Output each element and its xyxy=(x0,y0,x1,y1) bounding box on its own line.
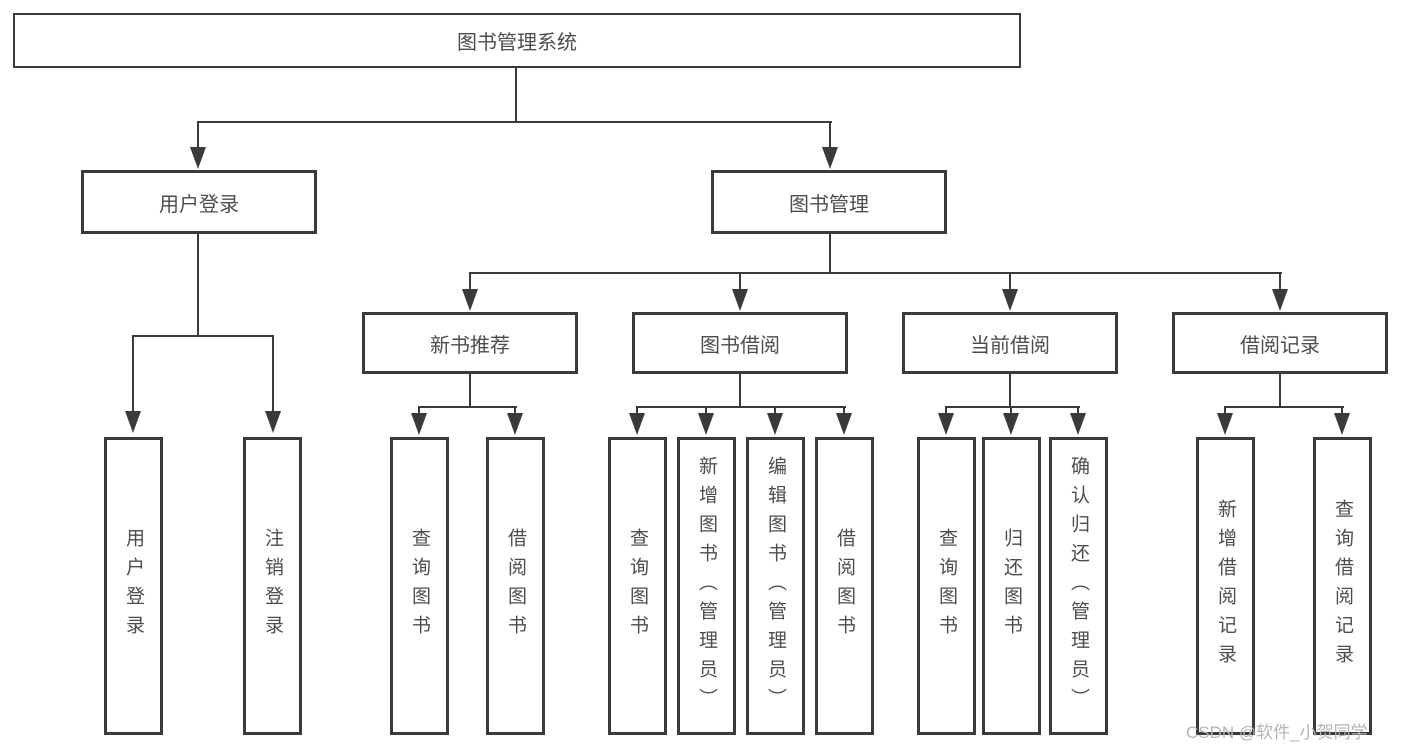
connector-line xyxy=(843,406,845,415)
leaf-label: 确认归还（管理员） xyxy=(1068,455,1089,717)
arrowhead-down-icon xyxy=(836,413,852,435)
connector-line xyxy=(418,406,517,408)
connector-line xyxy=(515,68,517,122)
arrowhead-down-icon xyxy=(1217,413,1233,435)
leaf-query-books-newbooks: 查询图书 xyxy=(390,437,449,735)
leaf-label: 用户登录 xyxy=(123,528,144,644)
node-root-system: 图书管理系统 xyxy=(13,13,1021,68)
connector-line xyxy=(1010,406,1012,415)
leaf-label: 注销登录 xyxy=(262,528,283,644)
leaf-label: 归还图书 xyxy=(1001,528,1022,644)
node-label: 当前借阅 xyxy=(970,334,1050,357)
node-current-borrowing: 当前借阅 xyxy=(902,312,1118,374)
connector-line xyxy=(132,335,134,412)
connector-line xyxy=(945,406,947,415)
connector-line xyxy=(1077,406,1079,415)
watermark: CSDN @软件_小贺同学 xyxy=(1186,723,1368,742)
connector-line xyxy=(197,121,832,123)
arrowhead-down-icon xyxy=(767,413,783,435)
arrowhead-down-icon xyxy=(698,413,714,435)
connector-line xyxy=(1279,272,1281,291)
connector-line xyxy=(739,272,741,291)
node-new-book-recommendation: 新书推荐 xyxy=(362,312,578,374)
connector-line xyxy=(636,406,638,415)
connector-line xyxy=(1009,373,1011,408)
connector-line xyxy=(739,373,741,408)
leaf-return-book: 归还图书 xyxy=(982,437,1041,735)
node-book-management: 图书管理 xyxy=(711,170,947,234)
arrowhead-down-icon xyxy=(629,413,645,435)
connector-line xyxy=(418,406,420,415)
leaf-logout: 注销登录 xyxy=(243,437,302,735)
arrowhead-down-icon xyxy=(1002,289,1018,311)
connector-line xyxy=(272,335,274,412)
leaf-label: 新增借阅记录 xyxy=(1215,499,1236,673)
connector-line xyxy=(514,406,516,415)
connector-line xyxy=(945,406,1080,408)
connector-line xyxy=(469,272,1282,274)
connector-line xyxy=(132,335,274,337)
connector-line xyxy=(774,406,776,415)
leaf-label: 借阅图书 xyxy=(505,528,526,644)
node-label: 用户登录 xyxy=(159,193,239,216)
arrowhead-down-icon xyxy=(822,147,838,169)
leaf-confirm-return-admin: 确认归还（管理员） xyxy=(1049,437,1108,735)
leaf-add-book-admin: 新增图书（管理员） xyxy=(677,437,736,735)
leaf-user-login: 用户登录 xyxy=(104,437,163,735)
node-label: 图书借阅 xyxy=(700,334,780,357)
arrowhead-down-icon xyxy=(462,289,478,311)
connector-line xyxy=(705,406,707,415)
connector-line xyxy=(197,121,199,148)
node-borrowing-records: 借阅记录 xyxy=(1172,312,1388,374)
connector-line xyxy=(469,272,471,291)
leaf-borrow-books-newbooks: 借阅图书 xyxy=(486,437,545,735)
node-label: 图书管理 xyxy=(789,193,869,216)
leaf-query-books-borrowing: 查询图书 xyxy=(608,437,667,735)
leaf-add-borrow-record: 新增借阅记录 xyxy=(1196,437,1255,735)
arrowhead-down-icon xyxy=(125,411,141,433)
node-label: 图书管理系统 xyxy=(457,32,577,54)
leaf-label: 新增图书（管理员） xyxy=(696,455,717,717)
connector-line xyxy=(469,373,471,408)
connector-line xyxy=(1224,406,1226,415)
leaf-label: 查询图书 xyxy=(409,528,430,644)
leaf-edit-book-admin: 编辑图书（管理员） xyxy=(746,437,805,735)
connector-line xyxy=(1279,373,1281,408)
arrowhead-down-icon xyxy=(1003,413,1019,435)
arrowhead-down-icon xyxy=(1070,413,1086,435)
leaf-query-borrow-record: 查询借阅记录 xyxy=(1313,437,1372,735)
arrowhead-down-icon xyxy=(1272,289,1288,311)
arrowhead-down-icon xyxy=(190,147,206,169)
connector-line xyxy=(636,406,846,408)
connector-line xyxy=(1341,406,1343,415)
leaf-label: 查询图书 xyxy=(627,528,648,644)
leaf-query-books-current: 查询图书 xyxy=(917,437,976,735)
node-book-borrowing: 图书借阅 xyxy=(632,312,848,374)
node-label: 新书推荐 xyxy=(430,334,510,357)
leaf-label: 编辑图书（管理员） xyxy=(765,455,786,717)
connector-line xyxy=(1009,272,1011,291)
leaf-borrow-books: 借阅图书 xyxy=(815,437,874,735)
arrowhead-down-icon xyxy=(732,289,748,311)
arrowhead-down-icon xyxy=(507,413,523,435)
connector-line xyxy=(829,121,831,148)
arrowhead-down-icon xyxy=(411,413,427,435)
connector-line xyxy=(1224,406,1344,408)
arrowhead-down-icon xyxy=(938,413,954,435)
leaf-label: 查询图书 xyxy=(936,528,957,644)
connector-line xyxy=(829,233,831,274)
arrowhead-down-icon xyxy=(1334,413,1350,435)
leaf-label: 借阅图书 xyxy=(834,528,855,644)
node-user-login: 用户登录 xyxy=(81,170,317,234)
arrowhead-down-icon xyxy=(265,411,281,433)
connector-line xyxy=(197,233,199,337)
leaf-label: 查询借阅记录 xyxy=(1332,499,1353,673)
node-label: 借阅记录 xyxy=(1240,334,1320,357)
